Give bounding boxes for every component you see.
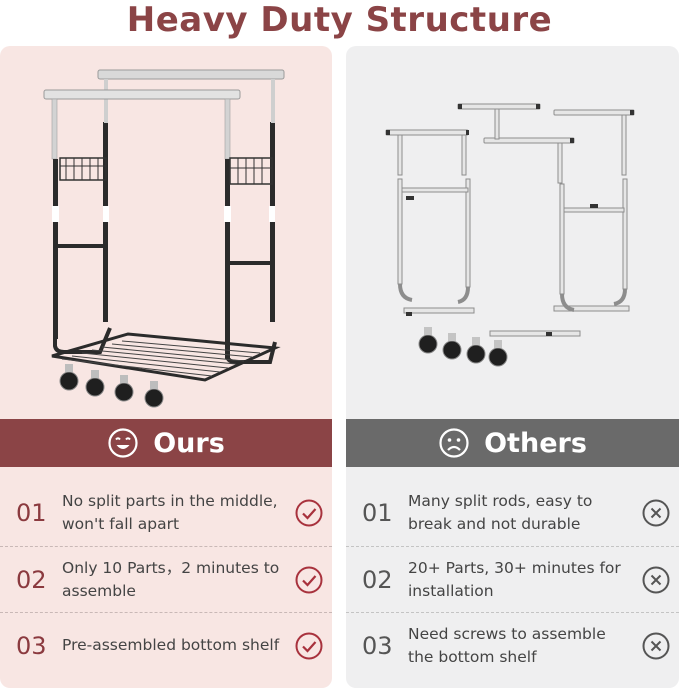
item-number: 01 <box>16 499 47 527</box>
ours-feature-list: 01 No split parts in the middle, won't f… <box>0 480 332 678</box>
item-number: 03 <box>362 631 393 660</box>
list-item: 02 20+ Parts, 30+ minutes for installati… <box>346 546 679 612</box>
check-icon <box>286 631 332 661</box>
check-icon <box>286 565 332 595</box>
ours-banner: Ours <box>0 419 332 467</box>
check-icon <box>286 498 332 528</box>
item-text: Pre-assembled bottom shelf <box>62 636 280 654</box>
others-rack-image <box>346 46 679 418</box>
item-number: 03 <box>16 631 47 660</box>
list-item: 03 Pre-assembled bottom shelf <box>0 612 332 678</box>
frown-icon <box>438 427 470 459</box>
page-title: Heavy Duty Structure <box>126 0 553 40</box>
x-icon <box>633 498 679 528</box>
list-item: 02 Only 10 Parts，2 minutes to assemble <box>0 546 332 612</box>
item-text: Only 10 Parts，2 minutes to assemble <box>62 558 280 600</box>
item-text: Many split rods, easy to break and not d… <box>408 492 593 533</box>
others-banner: Others <box>346 419 679 467</box>
ours-panel: Ours 01 No split parts in the middle, wo… <box>0 46 332 688</box>
item-text: No split parts in the middle, won't fall… <box>62 492 278 533</box>
others-label: Others <box>484 427 587 459</box>
x-icon <box>633 565 679 595</box>
list-item: 03 Need screws to assemble the bottom sh… <box>346 612 679 678</box>
black-garment-rack-illustration <box>43 69 285 408</box>
item-text: 20+ Parts, 30+ minutes for installation <box>408 558 621 600</box>
item-number: 02 <box>16 565 47 594</box>
item-number: 01 <box>362 499 393 527</box>
others-feature-list: 01 Many split rods, easy to break and no… <box>346 480 679 678</box>
ours-rack-image <box>0 46 332 418</box>
ours-label: Ours <box>153 427 225 459</box>
others-panel: Others 01 Many split rods, easy to break… <box>346 46 679 688</box>
chrome-garment-rack-illustration <box>385 103 635 367</box>
list-item: 01 No split parts in the middle, won't f… <box>0 480 332 546</box>
list-item: 01 Many split rods, easy to break and no… <box>346 480 679 546</box>
item-text: Need screws to assemble the bottom shelf <box>408 624 606 666</box>
item-number: 02 <box>362 565 393 594</box>
smile-icon <box>107 427 139 459</box>
x-icon <box>633 631 679 661</box>
